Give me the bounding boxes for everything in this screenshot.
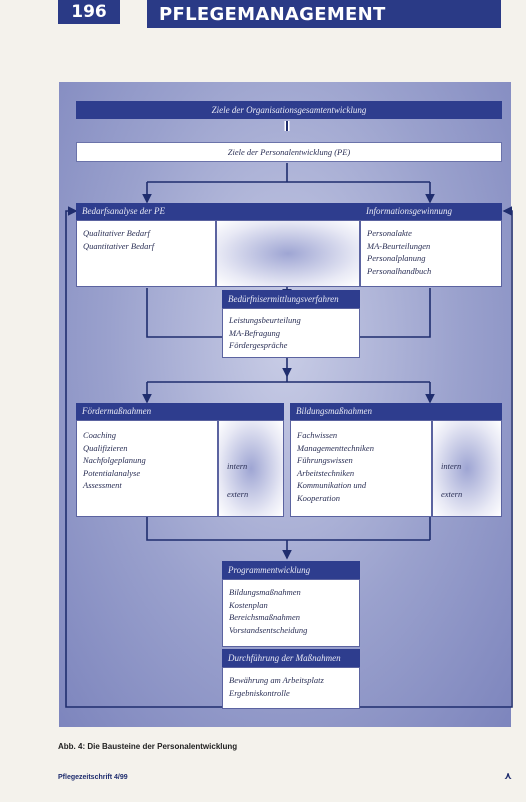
bedarfsanalyse-box: Qualitativer Bedarf Quantitativer Bedarf [76,220,216,287]
beduerfnis-header: Bedürfnisermittlungsverfahren [222,290,360,308]
figure-caption: Abb. 4: Die Bausteine der Personalentwic… [58,742,238,751]
top-goals-box: Ziele der Organisationsgesamtentwicklung [76,101,502,119]
foerdermassnahmen-header: Fördermaßnahmen [76,403,218,420]
informationsgewinnung-header: Informationsgewinnung [360,203,502,220]
extern-label: extern [441,489,463,499]
journal-footer: Pflegezeitschrift 4/99 [58,774,128,781]
list-item: MA-Befragung [229,327,280,338]
bildungsmassnahmen-box: Fachwissen Managementtechniken Führungsw… [290,420,432,517]
list-item: Qualifizieren [83,442,128,453]
pe-goals-box: Ziele der Personalentwicklung (PE) [76,142,502,162]
durchfuehrung-box: Bewährung am Arbeitsplatz Ergebniskontro… [222,667,360,709]
bildung-side-header [432,403,502,420]
programmentwicklung-box: Bildungsmaßnahmen Kostenplan Bereichsmaß… [222,579,360,647]
list-item: Kostenplan [229,599,268,610]
list-item: Personalplanung [367,253,426,263]
list-item: Kommunikation und [297,480,367,490]
list-item: Fördergespräche [229,340,288,350]
list-item: Leistungsbeurteilung [229,315,301,325]
list-item: Führungswissen [297,455,353,465]
intern-label: intern [227,461,248,471]
list-item: Assessment [83,480,122,490]
list-item: Vorstandsentscheidung [229,624,308,635]
bedarfsanalyse-header: Bedarfsanalyse der PE [76,203,216,220]
list-item: Qualitativer Bedarf [83,228,150,238]
list-item: Quantitativer Bedarf [83,240,155,251]
informationsgewinnung-box: Personalakte MA-Beurteilungen Personalpl… [360,220,502,287]
durchfuehrung-header: Durchführung der Maßnahmen [222,649,360,667]
publisher-logo-icon: ⋏ [504,771,513,782]
list-item: Fachwissen [297,430,338,440]
list-item: Coaching [83,430,117,440]
beduerfnis-box: Leistungsbeurteilung MA-Befragung Förder… [222,308,360,358]
bildung-side-box: intern extern [432,420,502,517]
list-item: Kooperation [297,492,340,503]
foerder-side-box: intern extern [218,420,284,517]
bildungsmassnahmen-header: Bildungsmaßnahmen [290,403,432,420]
foerder-side-header [218,403,284,420]
extern-label: extern [227,489,249,499]
row2-center-shading [216,220,360,287]
list-item: Managementtechniken [297,442,374,453]
intern-label: intern [441,461,462,471]
page-number: 196 [58,0,120,24]
page-title: PFLEGEMANAGEMENT [147,0,501,28]
list-item: Bereichsmaßnahmen [229,612,300,622]
row2-middle-header [216,203,360,220]
list-item: Potentialanalyse [83,467,141,478]
list-item: Bewährung am Arbeitsplatz [229,675,324,685]
list-item: Personalhandbuch [367,265,432,276]
list-item: Bildungsmaßnahmen [229,587,301,597]
list-item: MA-Beurteilungen [367,240,431,251]
list-item: Nachfolgeplanung [83,455,146,465]
programmentwicklung-header: Programmentwicklung [222,561,360,579]
list-item: Arbeitstechniken [297,467,355,478]
foerdermassnahmen-box: Coaching Qualifizieren Nachfolgeplanung … [76,420,218,517]
list-item: Personalakte [367,228,412,238]
list-item: Ergebniskontrolle [229,687,290,698]
